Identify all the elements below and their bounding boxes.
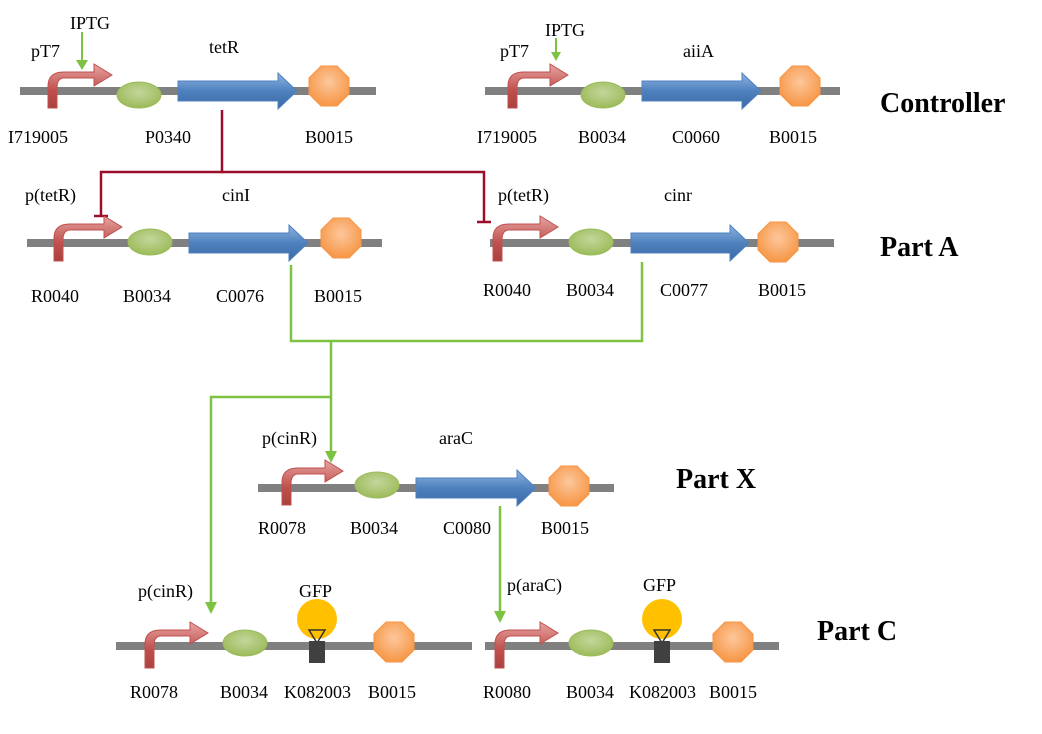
activation-arrowhead-x [325, 451, 337, 463]
reporter-part-id: K082003 [284, 682, 351, 702]
construct-ctrl2: IPTG pT7 aiiA I719005 B0034 C0060 B0015 [477, 20, 840, 147]
cds-arrow [641, 71, 762, 111]
construct-c1: p(cinR) GFP R0078 B0034 K082003 B0015 [116, 581, 472, 702]
promoter-part-id: R0080 [483, 682, 531, 702]
rbs-ellipse [568, 228, 614, 256]
terminator-part-id: B0015 [305, 127, 353, 147]
inducer-label: IPTG [545, 20, 585, 40]
repression-links [94, 110, 491, 224]
gfp-bulb-triangle-icon [307, 629, 327, 645]
gene-name: araC [439, 428, 473, 448]
cds-arrow [630, 223, 750, 263]
promoter-name: p(tetR) [498, 185, 549, 206]
activation-line-to-c1 [209, 395, 331, 603]
terminator-octagon [320, 217, 362, 259]
terminator-part-id: B0015 [368, 682, 416, 702]
promoter-name: pT7 [500, 41, 529, 61]
terminator-part-id: B0015 [541, 518, 589, 538]
promoter-arrow [47, 63, 113, 109]
promoter-name: p(cinR) [138, 581, 193, 602]
cds-part-id: C0076 [216, 286, 264, 306]
terminator-part-id: B0015 [769, 127, 817, 147]
rbs-ellipse [580, 81, 626, 109]
promoter-arrow [492, 215, 559, 262]
gene-name: GFP [643, 575, 676, 595]
activation-arrowhead-c1 [205, 602, 217, 614]
construct-ctrl1: IPTG pT7 tetR I719005 P0340 B0015 [8, 13, 376, 147]
repression-line-a2 [222, 170, 486, 222]
terminator-octagon [779, 65, 821, 107]
rbs-part-id: B0034 [566, 682, 614, 702]
gfp-bulb-icon [642, 599, 682, 639]
section-label-controller: Controller [880, 88, 1005, 119]
rbs-ellipse [222, 629, 268, 657]
promoter-part-id: R0078 [258, 518, 306, 538]
terminator-octagon [712, 621, 754, 663]
promoter-part-id: R0040 [483, 280, 531, 300]
rbs-part-id: B0034 [123, 286, 171, 306]
gene-name: cinr [664, 185, 692, 205]
gfp-bulb-triangle-icon [652, 629, 672, 645]
promoter-arrow [507, 63, 569, 109]
section-label-part-x: Part X [676, 464, 756, 495]
rbs-ellipse [568, 629, 614, 657]
gene-name: GFP [299, 581, 332, 601]
rbs-part-id: P0340 [145, 127, 191, 147]
promoter-part-id: I719005 [477, 127, 537, 147]
repression-line-a1 [99, 110, 224, 216]
promoter-arrow [494, 621, 559, 669]
promoter-part-id: I719005 [8, 127, 68, 147]
gfp-bulb-icon [297, 599, 337, 639]
iptg-arrowhead [551, 52, 561, 61]
promoter-part-id: R0040 [31, 286, 79, 306]
terminator-octagon [308, 65, 350, 107]
promoter-name: p(cinR) [262, 428, 317, 449]
rbs-part-id: B0034 [566, 280, 614, 300]
promoter-name: p(araC) [507, 575, 562, 596]
gene-name: cinI [222, 185, 250, 205]
activation-arrowhead-c2 [494, 611, 506, 623]
construct-a2: p(tetR) cinr R0040 B0034 C0077 B0015 [483, 185, 834, 300]
rbs-ellipse [116, 81, 162, 109]
rbs-part-id: B0034 [578, 127, 626, 147]
inducer-label: IPTG [70, 13, 110, 33]
activation-links [209, 262, 644, 612]
terminator-part-id: B0015 [314, 286, 362, 306]
promoter-arrow [144, 621, 209, 669]
terminator-octagon [373, 621, 415, 663]
promoter-arrow [281, 459, 344, 506]
promoter-name: pT7 [31, 41, 60, 61]
reporter-block [309, 641, 325, 663]
gene-name: aiiA [683, 41, 714, 61]
promoter-arrow [53, 215, 123, 262]
cds-arrow [177, 71, 298, 111]
cds-part-id: C0060 [672, 127, 720, 147]
cds-arrow [188, 223, 309, 263]
gene-name: tetR [209, 37, 239, 57]
rbs-part-id: B0034 [350, 518, 398, 538]
section-label-part-a: Part A [880, 232, 959, 263]
reporter-part-id: K082003 [629, 682, 696, 702]
section-label-part-c: Part C [817, 616, 897, 647]
cds-part-id: C0077 [660, 280, 708, 300]
construct-x1: p(cinR) araC R0078 B0034 C0080 B0015 [258, 428, 614, 538]
activation-line-a1 [289, 262, 644, 343]
iptg-arrowhead [76, 60, 88, 70]
rbs-part-id: B0034 [220, 682, 268, 702]
promoter-part-id: R0078 [130, 682, 178, 702]
cds-part-id: C0080 [443, 518, 491, 538]
terminator-part-id: B0015 [758, 280, 806, 300]
cds-arrow [415, 468, 537, 508]
construct-c2: p(araC) GFP R0080 B0034 K082003 B0015 [483, 575, 779, 702]
rbs-ellipse [354, 471, 400, 499]
reporter-block [654, 641, 670, 663]
terminator-part-id: B0015 [709, 682, 757, 702]
terminator-octagon [548, 465, 590, 507]
promoter-name: p(tetR) [25, 185, 76, 206]
rbs-ellipse [127, 228, 173, 256]
terminator-octagon [757, 221, 799, 263]
construct-a1: p(tetR) cinI R0040 B0034 C0076 B0015 [25, 185, 382, 306]
